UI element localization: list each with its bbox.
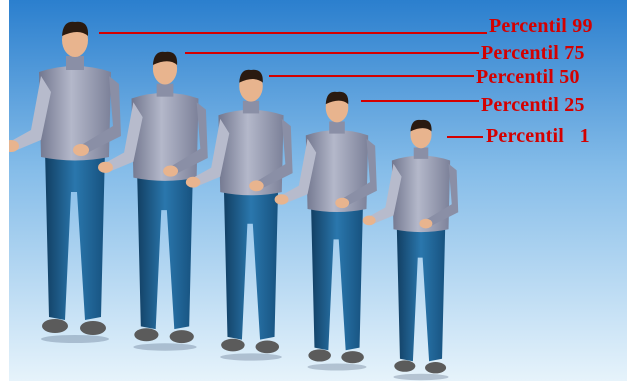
figure-right-hand xyxy=(419,219,432,229)
leader-line-50 xyxy=(269,75,474,77)
label-percentil-75: Percentil 75 xyxy=(481,43,585,63)
label-percentil-1: Percentil 1 xyxy=(486,126,590,146)
figure-left-shoe xyxy=(134,328,158,341)
leader-line-75 xyxy=(185,52,479,54)
figure-shadow xyxy=(220,353,282,360)
figure-right-shoe xyxy=(256,341,280,354)
leader-line-99 xyxy=(99,32,487,34)
figure-left-hand xyxy=(186,177,200,188)
label-percentil-99: Percentil 99 xyxy=(489,16,593,36)
figure-right-shoe xyxy=(80,321,106,335)
figure-collar xyxy=(243,101,259,114)
figure-shadow xyxy=(41,335,109,343)
figure-collar xyxy=(414,148,429,159)
figure-left-hand xyxy=(98,162,113,173)
figure-left-shoe xyxy=(394,360,415,371)
leader-line-1 xyxy=(447,136,483,138)
figure-collar xyxy=(329,121,345,133)
figure-right-shoe xyxy=(425,362,446,373)
figure-shadow xyxy=(308,364,367,371)
figure-right-hand xyxy=(73,144,89,156)
label-percentil-25: Percentil 25 xyxy=(481,95,585,115)
label-percentil-50: Percentil 50 xyxy=(476,67,580,87)
figure-right-hand xyxy=(163,165,178,176)
figure-collar xyxy=(66,56,84,70)
figure-left-shoe xyxy=(42,319,68,333)
figure-shadow xyxy=(393,374,448,380)
figure-shadow xyxy=(133,343,196,350)
figure-left-hand xyxy=(363,216,376,226)
figure-right-hand xyxy=(335,198,349,208)
figure-right-hand xyxy=(249,180,263,191)
figure-right-shoe xyxy=(170,330,194,343)
leader-line-25 xyxy=(361,100,479,102)
figure-left-hand xyxy=(275,194,289,204)
figure-right-shoe xyxy=(341,351,364,363)
figure-left-shoe xyxy=(221,339,245,352)
percentile-figure: Percentil 99 Percentil 75 Percentil 50 P… xyxy=(9,0,627,381)
figure-collar xyxy=(157,84,174,97)
figure-left-shoe xyxy=(308,349,331,361)
